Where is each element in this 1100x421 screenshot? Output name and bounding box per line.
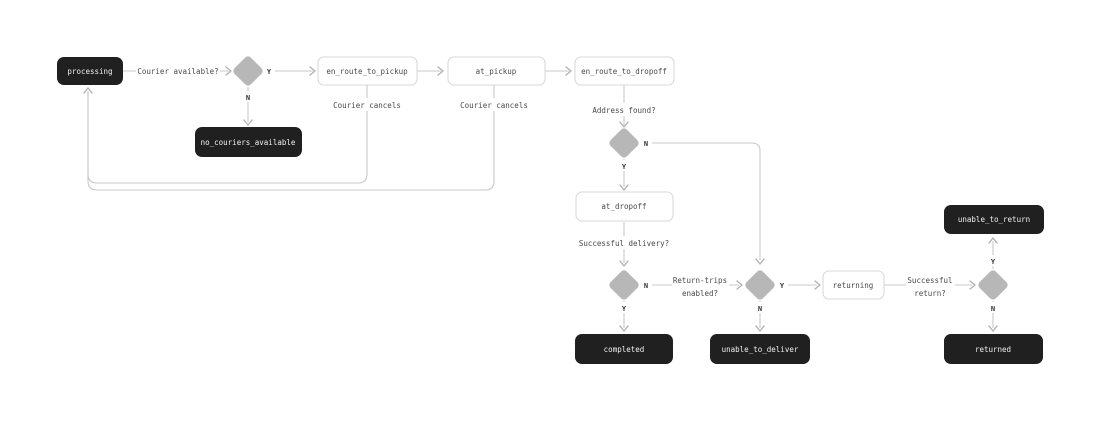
arrowhead-icon <box>243 119 253 126</box>
arrowhead-icon <box>969 280 976 290</box>
edge-label-address-found: Address found? <box>592 106 655 115</box>
state-box <box>195 127 302 157</box>
state-node-en-route-to-dropoff: en_route_to_dropoff <box>574 56 675 86</box>
state-label: completed <box>604 345 645 354</box>
label-bg <box>242 91 254 102</box>
arrowhead-icon <box>309 66 316 76</box>
state-box <box>57 57 123 85</box>
state-label: at_pickup <box>476 67 517 76</box>
edge-address-found-no <box>640 142 761 260</box>
state-node-at-dropoff: at_dropoff <box>575 191 674 222</box>
edge-label-successful-delivery: Successful delivery? <box>579 239 669 248</box>
arrowhead-icon <box>988 325 998 332</box>
branch-label-yes: Y <box>991 258 996 266</box>
decision-address-found <box>609 128 639 158</box>
label-bg <box>640 279 652 291</box>
state-node-returned: returned <box>944 334 1043 364</box>
edge-label-return-trips-line1: Return-trips <box>673 276 727 285</box>
label-bg <box>136 64 220 78</box>
arrowhead-icon <box>755 258 765 265</box>
state-label: at_dropoff <box>601 202 646 211</box>
label-bg <box>640 137 652 149</box>
label-bg <box>334 98 400 111</box>
label-bg <box>906 272 955 299</box>
state-node-en-route-to-pickup: en_route_to_pickup <box>317 56 418 86</box>
decision-return-trips-enabled <box>745 270 775 300</box>
state-node-unable-to-return: unable_to_return <box>944 205 1044 234</box>
state-box <box>575 334 673 364</box>
arrowhead-icon <box>619 325 629 332</box>
edge-label-successful-return-line1: Successful <box>907 276 952 285</box>
label-bg <box>580 236 669 249</box>
state-node-at-pickup: at_pickup <box>447 56 546 86</box>
state-node-unable-to-deliver: unable_to_deliver <box>710 334 810 364</box>
decision-successful-delivery <box>609 270 639 300</box>
label-bg <box>672 272 729 299</box>
edge-label-return-trips-line2: enabled? <box>682 289 718 298</box>
state-box <box>822 270 885 300</box>
edge-label-courier-available: Courier available? <box>137 67 218 76</box>
arrowhead-icon <box>814 280 821 290</box>
arrowhead-icon <box>755 325 765 332</box>
decision-courier-available <box>233 56 263 86</box>
arrowhead-icon <box>83 87 93 94</box>
label-bg <box>593 103 656 116</box>
label-bg <box>264 65 275 77</box>
state-box <box>575 191 674 222</box>
edge-at-pickup-cancel-loop <box>87 85 495 191</box>
branch-label-yes: Y <box>780 282 785 290</box>
state-label: en_route_to_dropoff <box>581 67 667 76</box>
branch-label-no: N <box>644 282 648 290</box>
edge-label-courier-cancels: Courier cancels <box>460 101 528 110</box>
state-node-completed: completed <box>575 334 673 364</box>
arrowhead-icon <box>619 260 629 267</box>
state-label: processing <box>67 67 112 76</box>
edge-labels: Courier available? Courier cancels Couri… <box>136 64 955 299</box>
arrowhead-icon <box>565 66 572 76</box>
label-bg <box>618 302 630 313</box>
state-label: unable_to_deliver <box>722 345 799 354</box>
state-node-returning: returning <box>822 270 885 300</box>
branch-label-yes: Y <box>622 163 627 171</box>
label-bg <box>987 302 999 313</box>
arrowhead-icon <box>225 66 232 76</box>
arrowhead-icon <box>736 280 743 290</box>
branch-label-no: N <box>991 305 995 313</box>
state-node-no-couriers-available: no_couriers_available <box>195 127 302 157</box>
state-box <box>710 334 810 364</box>
state-box <box>574 56 675 86</box>
edge-label-courier-cancels: Courier cancels <box>333 101 401 110</box>
label-bg <box>987 255 999 266</box>
arrowhead-icon <box>988 237 998 244</box>
decision-nodes <box>233 56 1008 300</box>
branch-label-no: N <box>758 305 762 313</box>
state-box <box>944 334 1043 364</box>
label-bg <box>754 302 766 313</box>
label-bg <box>461 98 527 111</box>
arrowhead-icon <box>437 66 444 76</box>
state-label: returned <box>975 345 1011 354</box>
branch-label-yes: Y <box>622 305 627 313</box>
branch-label-no: N <box>246 94 250 102</box>
state-label: no_couriers_available <box>201 138 296 147</box>
state-box <box>944 205 1044 234</box>
label-bg <box>618 160 630 171</box>
branch-label-yes: Y <box>267 68 272 76</box>
state-nodes: processing en_route_to_pickup at_pickup … <box>57 56 1044 364</box>
branch-labels: Y N N Y N Y Y N Y N <box>242 65 999 313</box>
branch-label-no: N <box>644 140 648 148</box>
arrowhead-icon <box>619 184 629 191</box>
state-node-processing: processing <box>57 57 123 85</box>
edge-label-successful-return-line2: return? <box>914 289 946 298</box>
state-box <box>317 56 418 86</box>
state-label: returning <box>833 281 874 290</box>
label-bg <box>776 279 788 291</box>
arrowheads <box>83 66 998 332</box>
state-label: unable_to_return <box>958 215 1030 224</box>
decision-successful-return <box>978 270 1008 300</box>
state-box <box>447 56 546 86</box>
arrowhead-icon <box>619 121 629 128</box>
state-label: en_route_to_pickup <box>326 67 408 76</box>
